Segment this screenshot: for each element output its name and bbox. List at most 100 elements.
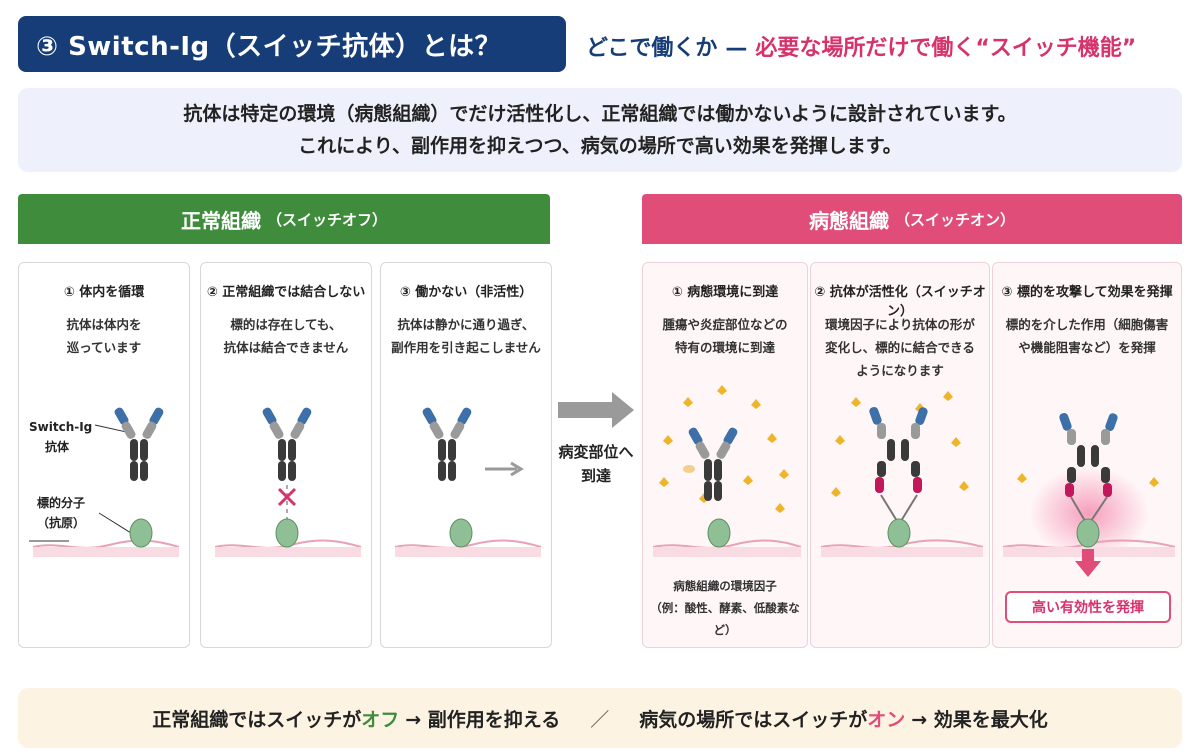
summary-text: 正常組織ではスイッチが <box>152 708 362 731</box>
transition-label: 病変部位へ 到達 <box>552 440 640 488</box>
antigen-icon <box>449 518 473 548</box>
circulation-illustration <box>29 407 180 557</box>
tissue-layer <box>215 547 361 557</box>
antibody-icon <box>114 407 164 481</box>
summary-text: → 効果を最大化 <box>911 708 1048 731</box>
transition-label-line: 到達 <box>580 467 611 485</box>
antigen-icon <box>707 518 731 548</box>
activation-illustration <box>820 391 984 557</box>
panel-desc-line: 標的は存在しても、 <box>230 317 342 332</box>
environment-factor-note: 病態組織の環境因子 （例：酸性、酵素、低酸素など） <box>647 575 803 641</box>
panel-description: 抗体は体内を 巡っています <box>27 313 181 359</box>
pass-through-arrow-icon <box>485 461 524 477</box>
panel-desc-line: 環境因子により抗体の形が <box>825 317 975 332</box>
antigen-icon <box>129 518 153 548</box>
antibody-icon <box>262 407 312 481</box>
normal-panel-circulation: ① 体内を循環 抗体は体内を 巡っています Switch-Ig 抗体 標的分子 … <box>18 262 190 648</box>
panel-description: 標的を介した作用（細胞傷害 や機能阻害など）を発揮 <box>1001 313 1173 359</box>
panel-desc-line: 副作用を引き起こしません <box>391 340 541 355</box>
inactive-illustration <box>394 407 542 557</box>
panel-desc-line: ようになります <box>856 363 944 378</box>
tissue-layer <box>821 547 983 557</box>
tissue-membrane <box>652 539 802 549</box>
target-label-line: 標的分子 <box>37 496 86 510</box>
normal-tissue-header: 正常組織 （スイッチオフ） <box>18 194 550 244</box>
disease-tissue-title: 病態組織 <box>808 208 889 233</box>
panel-title: ② 抗体が活性化（スイッチオン） <box>814 285 986 319</box>
panel-desc-line: 抗体は静かに通り過ぎ、 <box>397 317 535 332</box>
intro-line-2: これにより、副作用を抑えつつ、病気の場所で高い効果を発揮します。 <box>298 135 902 157</box>
panel-desc-line: 特有の環境に到達 <box>674 340 775 355</box>
panel-desc-line: 標的を介した作用（細胞傷害 <box>1005 317 1169 332</box>
environment-factor-icons <box>1017 473 1159 487</box>
effect-illustration <box>1002 412 1176 577</box>
subtitle-switch-function: 必要な場所だけで働く“スイッチ機能” <box>755 36 1137 61</box>
summary-separator: ／ <box>590 708 610 731</box>
panel-desc-line: 抗体は結合できません <box>223 340 349 355</box>
disease-tissue-subtitle: （スイッチオン） <box>894 210 1015 229</box>
panel-desc-line: 変化し、標的に結合できる <box>825 340 975 355</box>
panel-title: ① 体内を循環 <box>63 285 145 300</box>
transition-label-line: 病変部位へ <box>558 443 634 461</box>
panel-title: ② 正常組織では結合しない <box>206 285 366 300</box>
subtitle-where: どこで働くか <box>586 36 718 61</box>
panel-desc-line: や機能阻害など）を発揮 <box>1018 340 1156 355</box>
switch-ig-label-line: 抗体 <box>45 440 70 454</box>
target-label-line: （抗原） <box>37 516 86 530</box>
no-binding-illustration <box>214 407 362 557</box>
effect-glow <box>1029 467 1149 559</box>
tissue-layer <box>33 547 179 557</box>
panel-title: ③ 働かない（非活性） <box>399 285 533 300</box>
panel-description: 標的は存在しても、 抗体は結合できません <box>209 313 363 359</box>
panel-desc-line: 腫瘍や炎症部位などの <box>662 317 788 332</box>
panel-description: 抗体は静かに通り過ぎ、 副作用を引き起こしません <box>389 313 543 359</box>
tissue-layer <box>653 547 801 557</box>
disease-panel-arrival: ① 病態環境に到達 腫瘍や炎症部位などの 特有の環境に到達 病態組織の環境因子 … <box>642 262 808 648</box>
antibody-icon <box>422 407 472 481</box>
subtitle-dash: — <box>725 36 748 61</box>
panel-description: 環境因子により抗体の形が 変化し、標的に結合できる ようになります <box>819 313 981 382</box>
antigen-icon <box>1076 518 1100 548</box>
environment-factor-icons <box>831 391 969 497</box>
summary-bar: 正常組織ではスイッチがオフ→ 副作用を抑える ／ 病気の場所ではスイッチがオン→… <box>18 688 1182 748</box>
tissue-membrane <box>32 539 180 549</box>
page-subtitle: どこで働くか — 必要な場所だけで働く“スイッチ機能” <box>586 30 1186 62</box>
panel-title: ③ 標的を攻撃して効果を発揮 <box>1001 285 1173 300</box>
antigen-icon <box>275 518 299 548</box>
normal-tissue-subtitle: （スイッチオフ） <box>266 210 387 229</box>
antigen-icon <box>887 518 911 548</box>
panel-desc-line: 巡っています <box>66 340 142 355</box>
normal-tissue-title: 正常組織 <box>180 208 261 233</box>
panel-desc-line: 抗体は体内を <box>66 317 142 332</box>
summary-text: → 副作用を抑える <box>405 708 561 731</box>
note-line: （例：酸性、酵素、低酸素など） <box>650 601 800 637</box>
tissue-membrane <box>394 539 542 549</box>
disease-panel-effect: ③ 標的を攻撃して効果を発揮 標的を介した作用（細胞傷害 や機能阻害など）を発揮 <box>992 262 1182 648</box>
panel-description: 腫瘍や炎症部位などの 特有の環境に到達 <box>651 313 799 359</box>
panel-title: ① 病態環境に到達 <box>671 285 779 300</box>
summary-on: オン <box>867 708 906 731</box>
normal-panel-no-binding: ② 正常組織では結合しない 標的は存在しても、 抗体は結合できません <box>200 262 372 648</box>
tissue-layer <box>395 547 541 557</box>
switch-ig-label: Switch-Ig 抗体 <box>29 417 92 457</box>
activated-antibody-icon <box>869 406 928 522</box>
leader-line <box>98 512 132 534</box>
transition-arrow-icon <box>554 390 638 430</box>
high-efficacy-badge: 高い有効性を発揮 <box>1005 591 1171 623</box>
environment-factor-icons <box>659 385 789 513</box>
arrival-illustration <box>652 385 802 557</box>
normal-panel-inactive: ③ 働かない（非活性） 抗体は静かに通り過ぎ、 副作用を引き起こしません <box>380 262 552 648</box>
intro-line-1: 抗体は特定の環境（病態組織）でだけ活性化し、正常組織では働かないように設計されて… <box>183 103 1017 125</box>
switch-ig-label-line: Switch-Ig <box>29 420 93 434</box>
page-title: ③ Switch-Ig（スイッチ抗体）とは？ <box>18 16 566 72</box>
binding-antibody-icon <box>1059 412 1118 522</box>
note-line: 病態組織の環境因子 <box>673 579 777 593</box>
no-binding-cross-icon <box>277 487 297 507</box>
intro-box: 抗体は特定の環境（病態組織）でだけ活性化し、正常組織では働かないように設計されて… <box>18 88 1182 172</box>
summary-off: オフ <box>361 708 400 731</box>
summary-text: 病気の場所ではスイッチが <box>639 708 868 731</box>
fragment-icon <box>683 465 695 473</box>
target-molecule-label: 標的分子 （抗原） <box>37 493 85 533</box>
antibody-icon <box>688 427 738 501</box>
disease-tissue-header: 病態組織 （スイッチオン） <box>642 194 1182 244</box>
